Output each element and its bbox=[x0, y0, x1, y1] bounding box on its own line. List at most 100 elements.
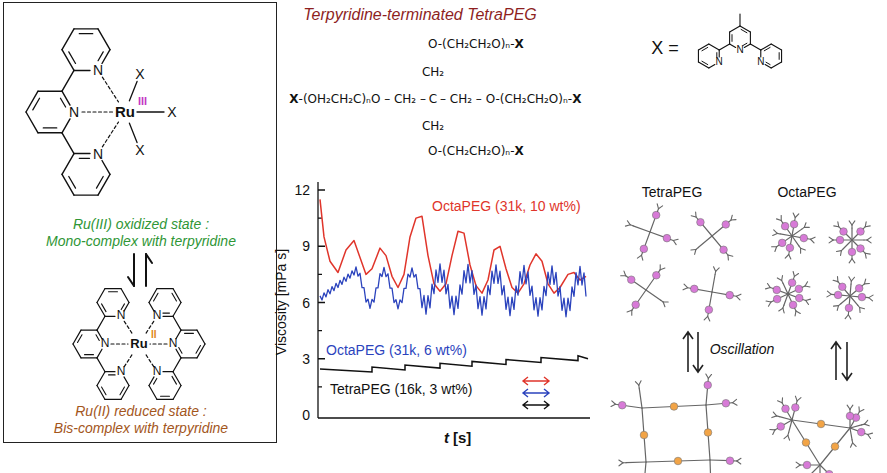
metal-ion-dot bbox=[674, 457, 682, 465]
metal-ion-dot bbox=[803, 461, 811, 469]
ligand-fork bbox=[795, 214, 799, 218]
ligand-fork bbox=[785, 255, 789, 259]
metal-ion-dot bbox=[840, 228, 848, 236]
bond-line bbox=[163, 371, 173, 372]
metal-ion-dot bbox=[857, 428, 865, 436]
atom-label: N bbox=[153, 309, 162, 323]
ligand-fork bbox=[663, 301, 668, 302]
bond-line bbox=[764, 47, 770, 50]
ligand-fork bbox=[853, 443, 857, 447]
formula-row: X-(OH₂CH₂C)ₙO – CH₂ – bbox=[289, 93, 426, 107]
metal-ion-dot bbox=[836, 236, 844, 244]
bond-line bbox=[196, 345, 200, 353]
ligand-fork bbox=[777, 278, 781, 281]
formula-end-group: X bbox=[289, 93, 298, 107]
bond-line bbox=[173, 358, 181, 372]
bond-line bbox=[709, 44, 719, 50]
ligand-fork bbox=[868, 434, 871, 438]
atom-label: N bbox=[757, 56, 764, 68]
ligand-fork bbox=[805, 282, 808, 286]
bond-line bbox=[79, 33, 92, 34]
coordination-bond bbox=[124, 321, 133, 334]
oxidation-state: II bbox=[151, 329, 157, 341]
metal-ion-dot bbox=[858, 293, 866, 301]
ligand-fork bbox=[811, 237, 816, 239]
ligand-fork bbox=[796, 311, 800, 314]
bond-line bbox=[173, 302, 181, 316]
bond-line bbox=[62, 133, 74, 154]
ligand-fork bbox=[716, 268, 720, 272]
ligand-fork bbox=[627, 310, 632, 312]
bond-line bbox=[74, 70, 90, 71]
bond-line bbox=[698, 62, 708, 68]
ligand-fork bbox=[806, 300, 809, 304]
ligand-fork bbox=[773, 233, 778, 235]
polymer-arm bbox=[646, 290, 661, 300]
bond-line bbox=[62, 50, 74, 71]
bond-line bbox=[102, 161, 110, 175]
formula-row: O-(CH₂CH₂O)ₙ-X bbox=[428, 38, 524, 52]
ligand-fork bbox=[625, 225, 630, 226]
bond-line bbox=[26, 91, 38, 112]
bond-line bbox=[729, 32, 730, 44]
bond-line bbox=[26, 112, 38, 133]
metal-ion-dot bbox=[781, 222, 789, 230]
ligand-fork bbox=[795, 396, 797, 401]
ligand-fork bbox=[736, 294, 741, 296]
bond-line bbox=[197, 344, 205, 358]
polymer-arm bbox=[792, 420, 820, 465]
bond-line bbox=[85, 354, 94, 355]
atom-label: N bbox=[117, 365, 126, 379]
bond-line bbox=[121, 289, 129, 303]
ligand-fork bbox=[779, 308, 783, 311]
state-caption: Ru(II) reduced state : bbox=[75, 403, 207, 419]
bond-line bbox=[97, 316, 105, 330]
ligand-fork bbox=[728, 255, 733, 256]
polymer-arm bbox=[811, 465, 820, 473]
ligand-fork bbox=[766, 288, 771, 289]
formula-text: C bbox=[429, 93, 437, 107]
metal-ion-dot bbox=[670, 403, 678, 411]
bond-line bbox=[81, 357, 97, 358]
bond-line bbox=[163, 316, 173, 317]
metal-ion-dot bbox=[789, 301, 797, 309]
metal-ion-dot bbox=[632, 301, 640, 309]
ligand-fork bbox=[864, 420, 867, 424]
ligand-fork bbox=[772, 416, 777, 418]
bond-line bbox=[702, 61, 708, 64]
ligand-fork bbox=[840, 251, 842, 256]
ligand-label: X bbox=[135, 66, 144, 82]
bond-line bbox=[161, 396, 170, 397]
ligand-fork bbox=[860, 307, 865, 308]
bond-line bbox=[197, 330, 205, 344]
coordination-bond bbox=[102, 77, 118, 102]
state-caption: Bis-complex with terpyridine bbox=[54, 420, 228, 436]
formula-end-group: X bbox=[514, 38, 523, 52]
ligand-fork bbox=[801, 248, 806, 250]
polymer-arm bbox=[850, 425, 862, 428]
axis-tick: 0 bbox=[302, 407, 310, 423]
metal-ion-dot bbox=[690, 285, 698, 293]
bond-line bbox=[79, 158, 89, 159]
ligand-fork bbox=[789, 255, 791, 260]
scale-arrow bbox=[523, 389, 549, 397]
metal-ion-dot bbox=[640, 245, 648, 253]
metal-ion-dot bbox=[722, 399, 730, 407]
bond-line bbox=[38, 91, 62, 92]
ligand-bond bbox=[129, 123, 137, 142]
axis-tick: 9 bbox=[302, 238, 310, 254]
bond-line bbox=[96, 177, 103, 189]
bond-line bbox=[109, 374, 116, 375]
polymer-arm bbox=[844, 240, 852, 248]
bond-line bbox=[173, 289, 181, 303]
metal-ion-dot bbox=[788, 279, 796, 287]
metal-ion-dot bbox=[786, 244, 794, 252]
ligand-fork bbox=[833, 280, 838, 281]
ligand-fork bbox=[737, 458, 741, 461]
ligand-fork bbox=[706, 374, 709, 378]
coordination-bond bbox=[82, 111, 113, 112]
metal-ion-dot bbox=[704, 381, 712, 389]
bond-line bbox=[179, 348, 182, 354]
ligand-fork bbox=[806, 299, 811, 300]
ligand-fork bbox=[683, 288, 688, 290]
